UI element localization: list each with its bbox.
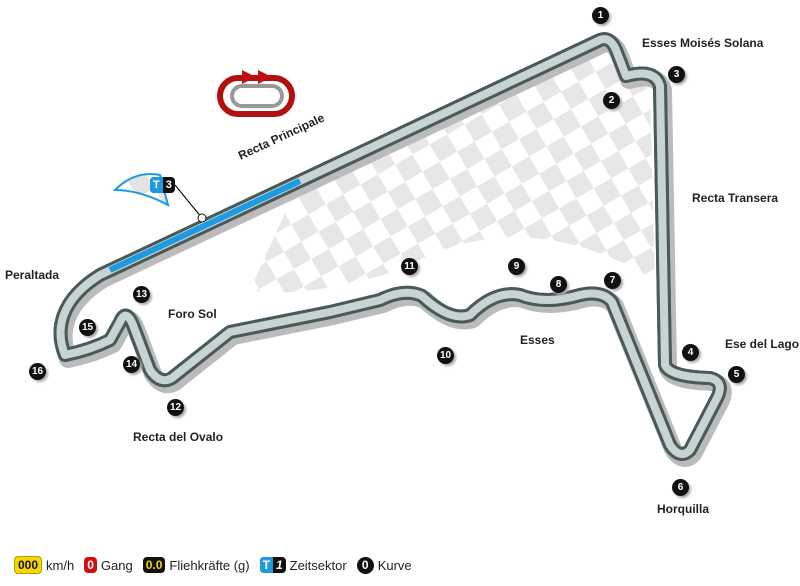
turn-16: 16 bbox=[29, 363, 46, 380]
legend-speed-label: km/h bbox=[46, 557, 75, 573]
label-horquilla: Horquilla bbox=[657, 502, 710, 516]
turn-7: 7 bbox=[604, 272, 621, 289]
turn-13: 13 bbox=[133, 286, 150, 303]
turn-14: 14 bbox=[123, 356, 140, 373]
sector-point bbox=[197, 213, 207, 223]
turn-9: 9 bbox=[508, 258, 525, 275]
legend-g-chip: 0.0 bbox=[142, 557, 166, 573]
label-recta-transera: Recta Transera bbox=[692, 191, 779, 205]
label-esses-solana: Esses Moisés Solana bbox=[642, 36, 764, 50]
legend-g-label: Fliehkräfte (g) bbox=[169, 557, 250, 573]
legend-speed-chip: 000 bbox=[14, 556, 43, 574]
legend-turn-chip: 0 bbox=[356, 556, 374, 574]
turn-15: 15 bbox=[79, 319, 96, 336]
turn-5: 5 bbox=[728, 366, 745, 383]
label-ese-del-lago: Ese del Lago bbox=[725, 337, 800, 351]
label-recta-del-ovalo: Recta del Ovalo bbox=[133, 430, 224, 444]
turn-1: 1 bbox=[592, 7, 609, 24]
turn-8: 8 bbox=[550, 276, 567, 293]
label-esses: Esses bbox=[520, 333, 555, 347]
legend-gear-label: Gang bbox=[100, 557, 133, 573]
sector-pointer-line bbox=[174, 184, 203, 219]
turn-2: 2 bbox=[603, 92, 620, 109]
sector-highlight bbox=[108, 178, 302, 273]
turn-11: 11 bbox=[401, 258, 418, 275]
legend-sector-label: Zeitsektor bbox=[289, 557, 347, 573]
turn-10: 10 bbox=[437, 347, 454, 364]
turn-12: 12 bbox=[167, 399, 184, 416]
circuit-track bbox=[61, 39, 732, 467]
legend-gear-chip: 0 bbox=[84, 557, 97, 573]
turn-4: 4 bbox=[682, 344, 699, 361]
turn-6: 6 bbox=[672, 479, 689, 496]
legend-turn-label: Kurve bbox=[377, 557, 412, 573]
checkered-background bbox=[250, 55, 655, 293]
turn-3: 3 bbox=[668, 66, 685, 83]
direction-arrows-icon bbox=[217, 70, 295, 117]
label-peraltada: Peraltada bbox=[5, 268, 60, 282]
label-foro-sol: Foro Sol bbox=[168, 307, 217, 321]
